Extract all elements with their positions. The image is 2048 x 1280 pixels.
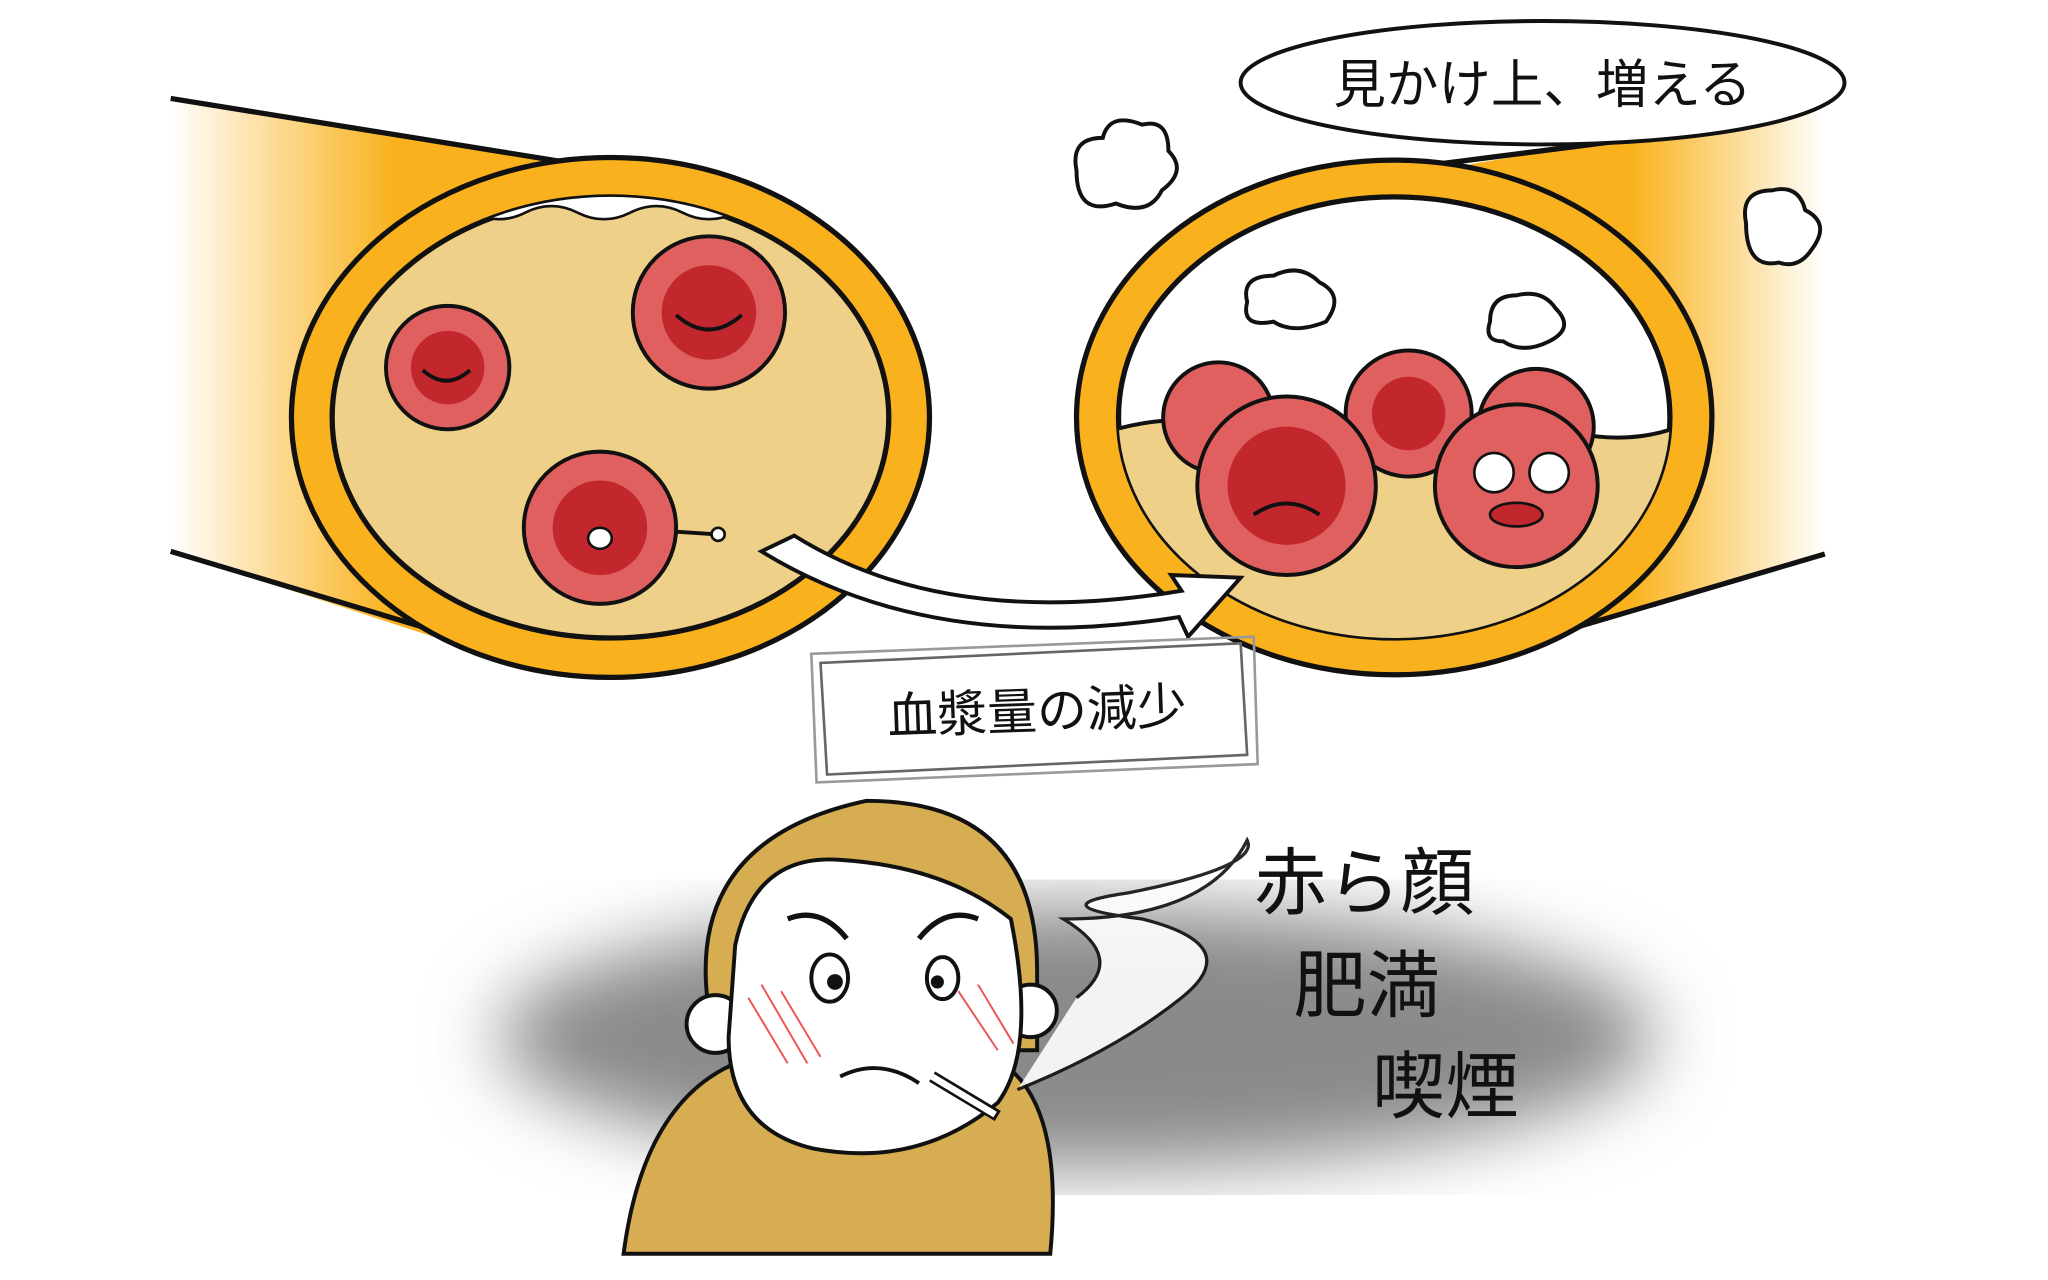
person-smoker xyxy=(621,798,1250,1256)
callout-bubble: 見かけ上、増える xyxy=(1238,19,1847,147)
blood-cells-crowded xyxy=(1161,348,1600,577)
arrow-icon xyxy=(757,533,1245,641)
blood-cell-happy xyxy=(384,234,788,606)
callout-text: 見かけ上、増える xyxy=(1333,54,1751,115)
process-label-box: 血漿量の減少 xyxy=(809,635,1260,784)
smoke xyxy=(1016,836,1250,1092)
symptom-obesity: 肥満 xyxy=(1293,944,1440,1029)
left-vessel xyxy=(169,95,933,681)
symptom-smoking: 喫煙 xyxy=(1372,1045,1519,1130)
right-vessel xyxy=(1073,105,1826,678)
process-label-text: 血漿量の減少 xyxy=(886,677,1187,745)
steam-puff-icon xyxy=(1073,118,1822,350)
symptom-red-face: 赤ら顔 xyxy=(1254,841,1474,926)
